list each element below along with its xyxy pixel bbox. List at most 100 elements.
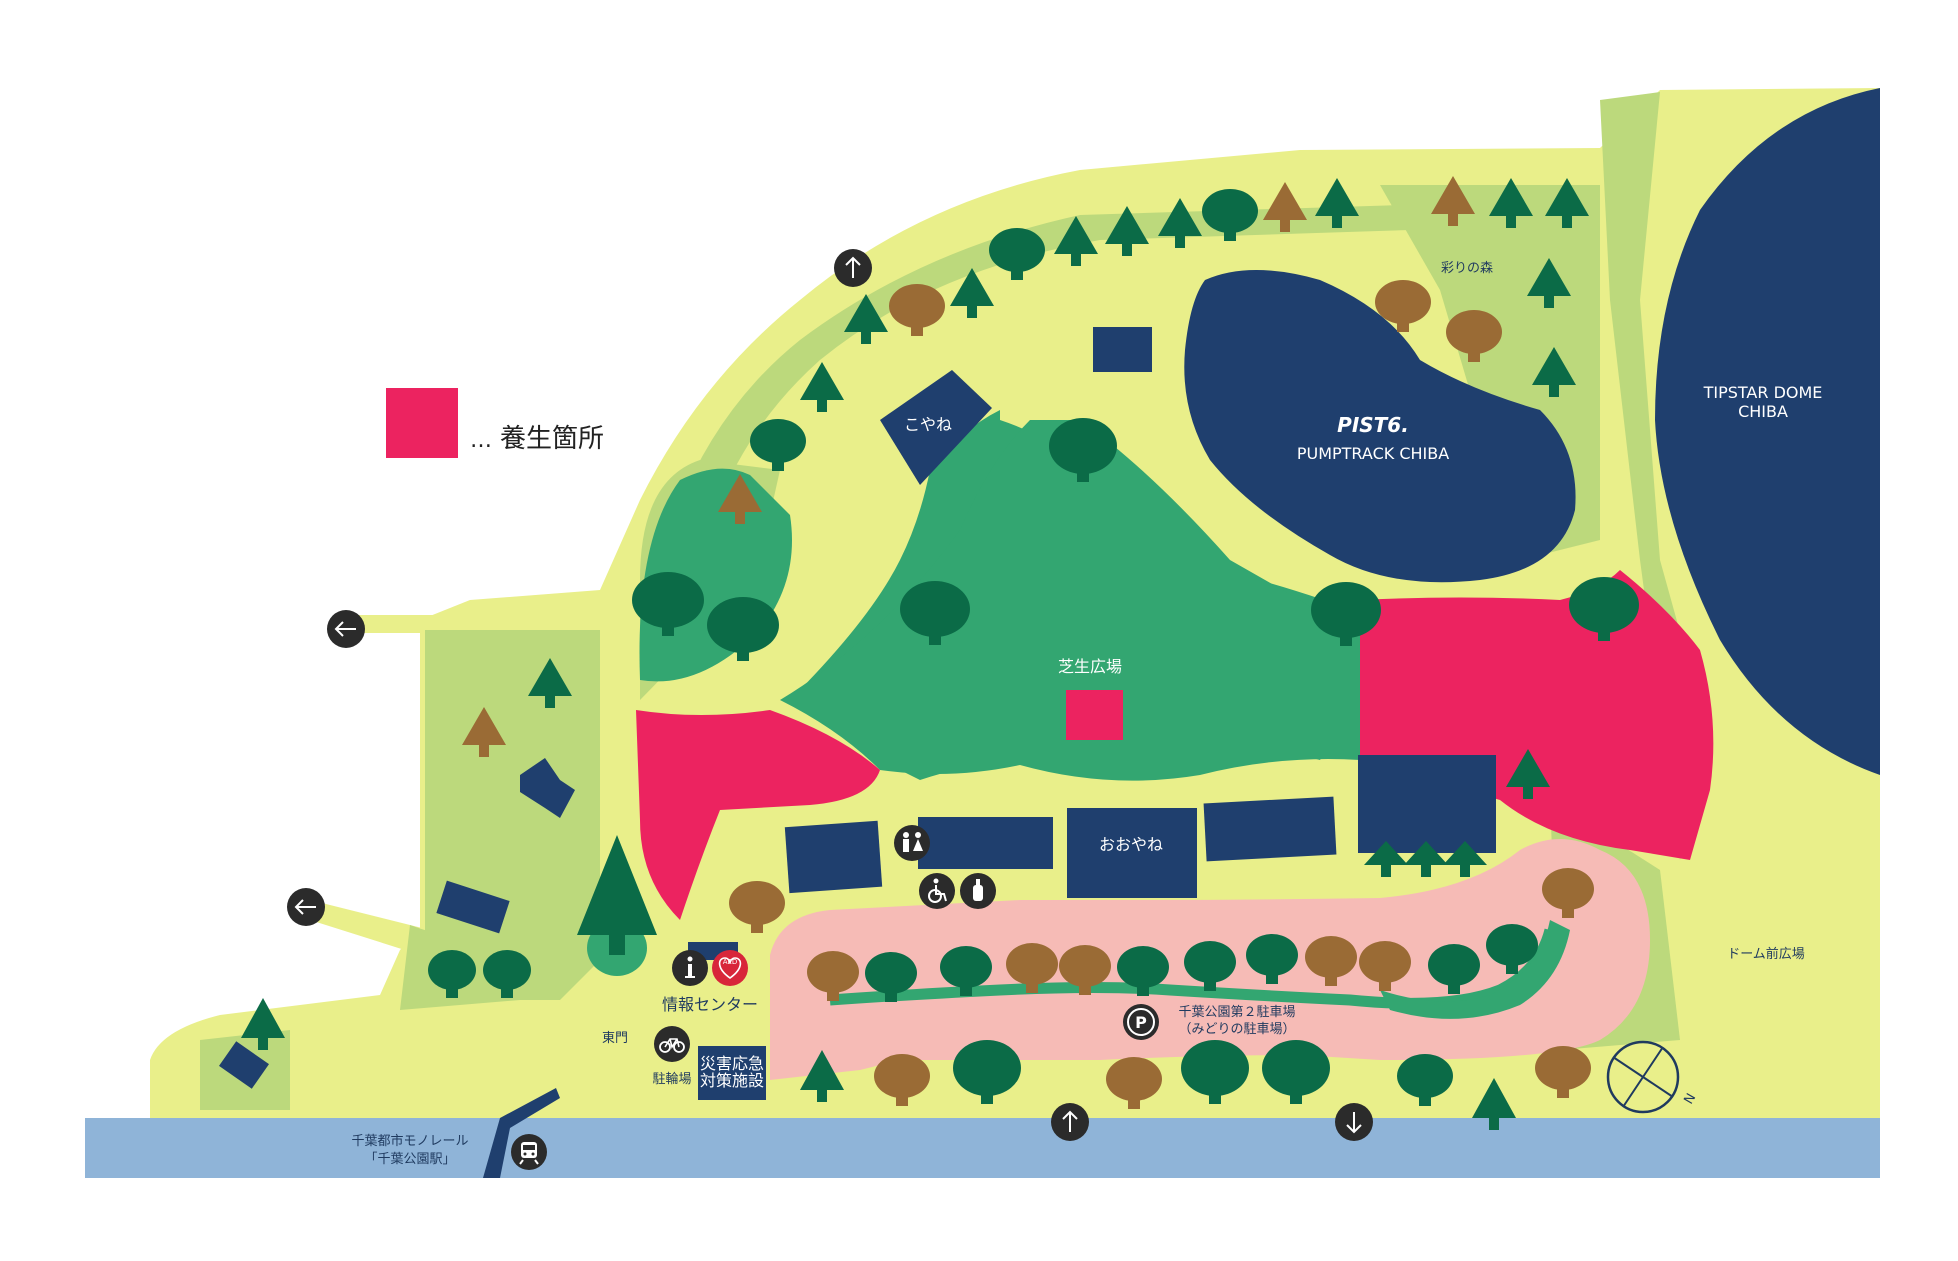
- arrow-down-icon[interactable]: [1335, 1103, 1373, 1141]
- protected-areas: [636, 570, 1714, 920]
- koyane-building: [880, 370, 992, 485]
- conifer-tree-icon: [1158, 198, 1202, 248]
- round-tree-icon: [989, 228, 1045, 280]
- dome-label-line2: CHIBA: [1738, 402, 1788, 421]
- round-tree-icon: [1375, 280, 1431, 332]
- protected-area-left: [636, 710, 880, 920]
- large-conifer-tree-icon: [577, 835, 657, 976]
- round-tree-icon: [632, 572, 704, 636]
- conifer-tree-icon: [950, 268, 994, 318]
- conifer-tree-icon: [1545, 178, 1589, 228]
- round-tree-icon: [1486, 924, 1538, 974]
- restroom-icon: [894, 825, 930, 861]
- conifer-tree-icon: [1404, 841, 1448, 877]
- building-shelter-1: [784, 820, 883, 894]
- conifer-tree-icon: [241, 998, 285, 1050]
- dome-shape: [1655, 88, 1880, 775]
- round-tree-icon: [1542, 868, 1594, 918]
- aed-text: AED: [723, 958, 738, 966]
- round-tree-icon: [1184, 941, 1236, 991]
- conifer-tree-icon: [1532, 347, 1576, 397]
- round-tree-icon: [1535, 1046, 1591, 1098]
- conifer-tree-icon: [1431, 176, 1475, 226]
- parking-walkway-tail: [1380, 920, 1570, 1019]
- east-gate-label: 東門: [602, 1030, 628, 1046]
- train-icon: [511, 1134, 547, 1170]
- building-top-small: [1093, 327, 1152, 372]
- irodori-forest-label: 彩りの森: [1441, 261, 1493, 276]
- conifer-tree-icon: [462, 707, 506, 757]
- round-tree-icon: [900, 581, 970, 645]
- round-tree-icon: [1305, 936, 1357, 986]
- monorail-label-line2: 「千葉公園駅」: [364, 1152, 455, 1167]
- icons: AED P N: [287, 249, 1699, 1170]
- conifer-tree-icon: [718, 474, 762, 524]
- water-strip: [85, 1118, 1880, 1178]
- disaster-facility-line2: 対策施設: [700, 1071, 764, 1090]
- round-tree-icon: [750, 419, 806, 471]
- left-lower-path: [310, 900, 430, 958]
- round-tree-icon: [807, 951, 859, 1001]
- conifer-tree-icon: [1105, 206, 1149, 256]
- lawn-plaza-label: 芝生広場: [1058, 657, 1122, 676]
- legend-text: 養生箇所: [500, 424, 604, 454]
- round-tree-icon: [1311, 582, 1381, 646]
- conifer-tree-icon: [1506, 749, 1550, 799]
- building-shelter-3: [1203, 796, 1337, 862]
- disaster-facility: [698, 1046, 766, 1100]
- round-tree-icon: [1262, 1040, 1330, 1104]
- parking-label-line1: 千葉公園第２駐車場: [1178, 1005, 1295, 1020]
- oyane-building: [1067, 808, 1197, 898]
- round-tree-icon: [874, 1054, 930, 1106]
- arrow-left-icon[interactable]: [327, 610, 365, 648]
- building-shelter-2: [918, 817, 1053, 869]
- round-tree-icon: [1428, 944, 1480, 994]
- round-tree-icon: [1246, 934, 1298, 984]
- conifer-tree-icon: [1054, 216, 1098, 266]
- parking-icon: P: [1123, 1004, 1159, 1040]
- conifer-tree-icon: [800, 362, 844, 412]
- building-right: [1358, 755, 1496, 853]
- round-tree-icon: [1446, 310, 1502, 362]
- bicycle-icon: [654, 1026, 690, 1062]
- arrow-left-icon[interactable]: [287, 888, 325, 926]
- dome-plaza-label: ドーム前広場: [1727, 946, 1805, 962]
- round-tree-icon: [1397, 1054, 1453, 1106]
- conifer-tree-icon: [1489, 178, 1533, 228]
- round-tree-icon: [1117, 946, 1169, 996]
- aed-heart-icon: AED: [712, 950, 748, 986]
- round-tree-icon: [1359, 941, 1411, 991]
- pumptrack-label: PUMPTRACK CHIBA: [1297, 444, 1449, 463]
- conifer-tree-icon: [1315, 178, 1359, 228]
- conifer-tree-icon: [1472, 1078, 1516, 1130]
- legend: … 養生箇所: [386, 388, 604, 458]
- monorail-track: [483, 1088, 560, 1178]
- pist6-logo: PIST6.: [1337, 413, 1409, 437]
- parking-label-line2: （みどりの駐車場）: [1178, 1022, 1295, 1037]
- bicycle-parking-label: 駐輪場: [652, 1071, 691, 1087]
- conifer-tree-icon: [844, 294, 888, 344]
- conifer-tree-icon: [528, 658, 572, 708]
- round-tree-icon: [865, 952, 917, 1002]
- round-tree-icon: [889, 284, 945, 336]
- arrow-up-icon[interactable]: [834, 249, 872, 287]
- conifer-tree-icon: [1263, 182, 1307, 232]
- lawn-plaza-area: [639, 410, 1380, 781]
- round-tree-icon: [428, 950, 476, 998]
- svg-text:P: P: [1135, 1013, 1147, 1032]
- conifer-tree-icon: [1364, 841, 1408, 877]
- protected-area-center: [1066, 690, 1123, 740]
- arrow-up-icon[interactable]: [1051, 1103, 1089, 1141]
- building-left-small: [436, 880, 510, 934]
- info-icon[interactable]: [672, 950, 708, 986]
- round-tree-icon: [1006, 943, 1058, 993]
- conifer-tree-icon: [1527, 258, 1571, 308]
- round-tree-icon: [707, 597, 779, 661]
- legend-swatch: [386, 388, 458, 458]
- oyane-label: おおやね: [1099, 835, 1163, 854]
- building-left-cross: [520, 758, 575, 818]
- monorail-label-line1: 千葉都市モノレール: [351, 1133, 468, 1149]
- baby-bottle-icon: [960, 873, 996, 909]
- buildings: [219, 327, 1496, 1100]
- conifer-tree-icon: [1443, 841, 1487, 877]
